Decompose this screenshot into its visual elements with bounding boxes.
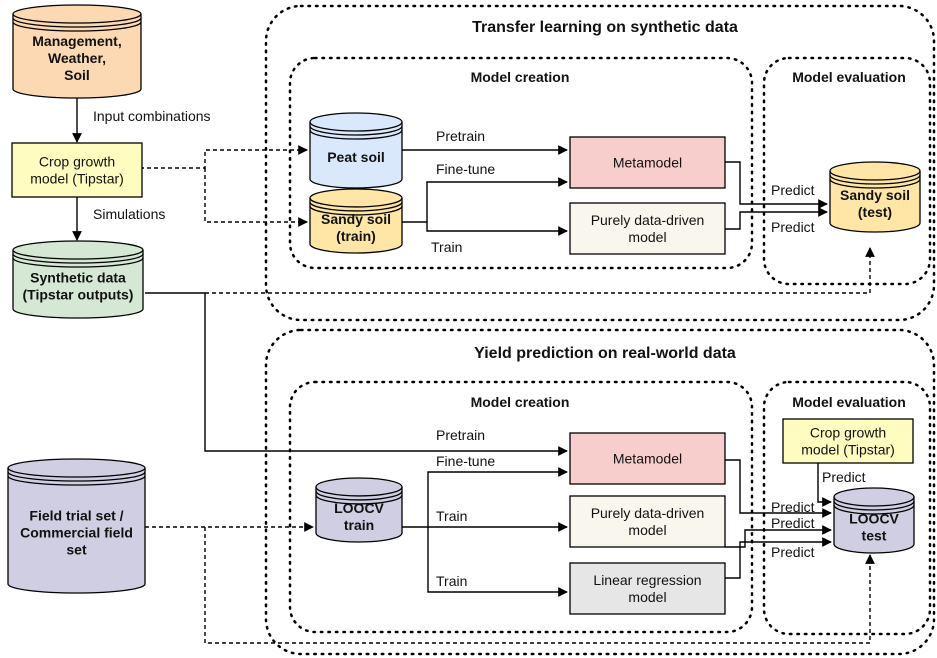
synthetic-data-db: Synthetic data(Tipstar outputs) bbox=[12, 240, 144, 319]
sandy-soil-train-db: Sandy soil(train) bbox=[309, 188, 403, 254]
label-simulations: Simulations bbox=[93, 206, 165, 222]
yield-crop-growth-model-box-label-2: model (Tipstar) bbox=[801, 442, 895, 458]
yield-section-frame bbox=[264, 328, 936, 656]
sandy-soil-test-db: Sandy soil(test) bbox=[829, 161, 921, 233]
yield-crop-growth-model-box-label-1: Crop growth bbox=[810, 425, 886, 441]
label-transfer-pretrain: Pretrain bbox=[436, 128, 485, 144]
management-weather-soil-db-label-1: Management, bbox=[32, 33, 121, 49]
arrow-yield-predict-3 bbox=[725, 537, 832, 579]
transfer-model-evaluation-frame bbox=[762, 56, 932, 286]
transfer-model-creation-frame bbox=[288, 56, 754, 270]
label-yield-predict-top: Predict bbox=[822, 469, 866, 485]
arrow-yield-predict-top bbox=[817, 463, 832, 507]
sandy-soil-train-db-label-2: (train) bbox=[336, 228, 376, 244]
yield-purely-data-driven-box-label-2: model bbox=[628, 522, 666, 538]
yield-purely-data-driven-box-label-1: Purely data-driven bbox=[591, 505, 705, 521]
loocv-train-db-label-1: LOOCV bbox=[334, 500, 384, 516]
label-yield-predict-2: Predict bbox=[771, 515, 815, 531]
label-yield-train-1: Train bbox=[436, 508, 467, 524]
label-yield-predict-1: Predict bbox=[771, 499, 815, 515]
transfer-section-frame bbox=[264, 4, 936, 322]
transfer-model-creation-title: Model creation bbox=[471, 69, 570, 85]
crop-growth-model-box-label-2: model (Tipstar) bbox=[30, 171, 124, 187]
label-transfer-predict-1: Predict bbox=[771, 182, 815, 198]
label-yield-predict-3: Predict bbox=[771, 544, 815, 560]
synthetic-data-db-label-2: (Tipstar outputs) bbox=[23, 286, 134, 302]
arrow-transfer-train bbox=[426, 222, 568, 236]
loocv-test-db-label-1: LOOCV bbox=[849, 510, 899, 526]
field-trial-set-db-label-1: Field trial set / bbox=[29, 507, 123, 523]
synthetic-data-db-label-1: Synthetic data bbox=[30, 269, 126, 285]
yield-model-evaluation-title: Model evaluation bbox=[792, 394, 906, 410]
management-weather-soil-db-label-2: Weather, bbox=[48, 50, 106, 66]
sandy-soil-train-db-label-1: Sandy soil bbox=[321, 211, 391, 227]
transfer-purely-data-driven-box-label-2: model bbox=[628, 229, 666, 245]
yield-model-evaluation-frame bbox=[762, 380, 932, 636]
arrow-yield-train-2 bbox=[427, 527, 568, 597]
label-yield-train-2: Train bbox=[436, 573, 467, 589]
transfer-purely-data-driven-box-label-1: Purely data-driven bbox=[591, 212, 705, 228]
field-trial-set-db-label-2: Commercial field bbox=[20, 524, 133, 540]
transfer-section-title: Transfer learning on synthetic data bbox=[472, 19, 738, 36]
field-trial-set-db-label-3: set bbox=[66, 541, 87, 557]
arrow-yield-predict-1 bbox=[725, 459, 832, 518]
sandy-soil-test-db-label-2: (test) bbox=[858, 204, 892, 220]
crop-growth-model-box-label-1: Crop growth bbox=[39, 154, 115, 170]
transfer-metamodel-box: Metamodel bbox=[569, 136, 726, 189]
dashed-to-loocv-test bbox=[204, 527, 875, 644]
loocv-train-db-label-2: train bbox=[344, 517, 374, 533]
yield-model-creation-title: Model creation bbox=[471, 394, 570, 410]
linear-regression-box-label-1: Linear regression bbox=[593, 572, 701, 588]
label-yield-finetune: Fine-tune bbox=[436, 453, 495, 469]
label-transfer-predict-2: Predict bbox=[771, 219, 815, 235]
dashed-to-peat-soil bbox=[140, 145, 308, 169]
linear-regression-box-label-2: model bbox=[628, 589, 666, 605]
arrow-synthetic-pretrain-yield bbox=[145, 292, 568, 456]
arrow-yield-predict-2 bbox=[725, 525, 832, 548]
label-yield-pretrain: Pretrain bbox=[436, 427, 485, 443]
yield-metamodel-box-label-1: Metamodel bbox=[613, 451, 682, 467]
label-input-combinations: Input combinations bbox=[93, 108, 211, 124]
transfer-model-evaluation-title: Model evaluation bbox=[792, 69, 906, 85]
arrow-transfer-predict-2 bbox=[725, 207, 828, 230]
arrow-transfer-predict-1 bbox=[725, 161, 828, 209]
arrow-yield-finetune bbox=[402, 467, 568, 528]
management-weather-soil-db: Management,Weather,Soil bbox=[12, 4, 142, 99]
yield-metamodel-box: Metamodel bbox=[569, 432, 726, 485]
yield-section-title: Yield prediction on real-world data bbox=[474, 345, 736, 362]
dashed-to-sandy-train bbox=[204, 168, 308, 227]
loocv-test-db-label-2: test bbox=[862, 527, 887, 543]
peat-soil-db: Peat soil bbox=[309, 112, 403, 189]
dashed-to-sandy-test bbox=[205, 247, 875, 294]
transfer-metamodel-box-label-1: Metamodel bbox=[613, 155, 682, 171]
arrow-transfer-finetune bbox=[402, 177, 568, 223]
management-weather-soil-db-label-3: Soil bbox=[64, 67, 90, 83]
label-transfer-train: Train bbox=[431, 239, 462, 255]
sandy-soil-test-db-label-1: Sandy soil bbox=[840, 187, 910, 203]
peat-soil-db-label-1: Peat soil bbox=[327, 149, 385, 165]
label-transfer-finetune: Fine-tune bbox=[436, 161, 495, 177]
